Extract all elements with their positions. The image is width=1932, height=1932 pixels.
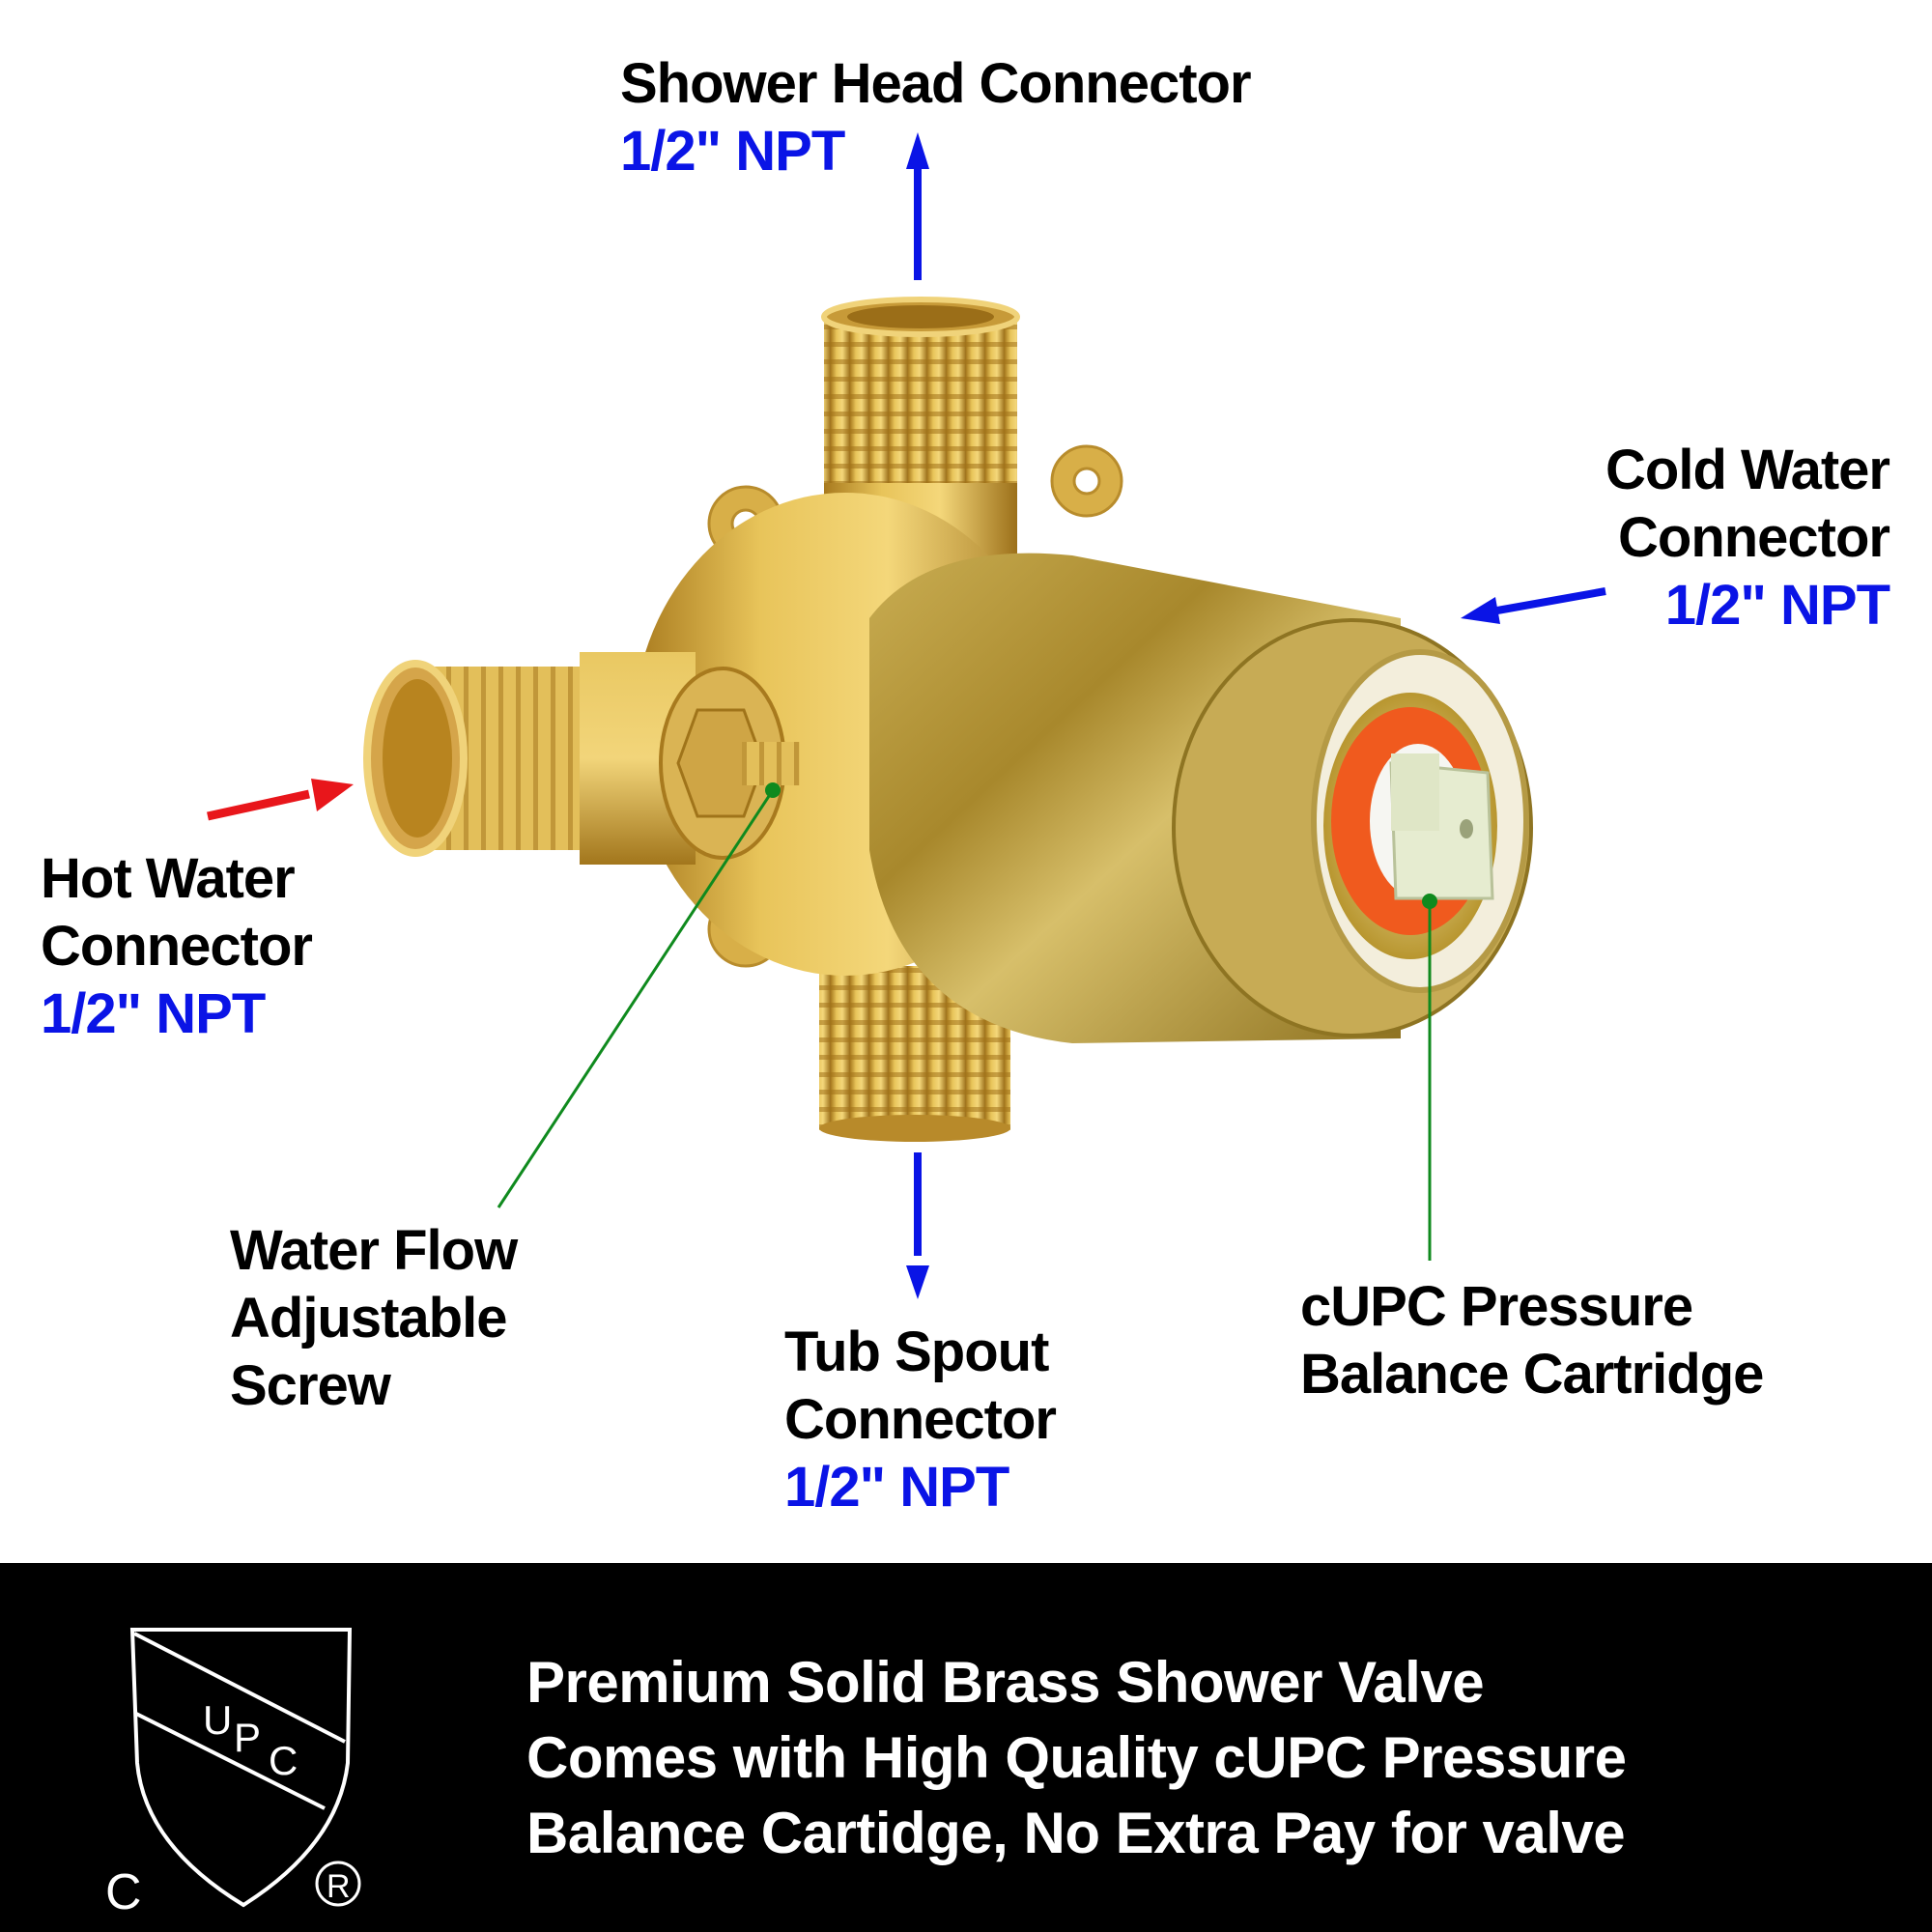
shower-head-title: Shower Head Connector bbox=[620, 52, 1252, 115]
shower-head-label: Shower Head Connector 1/2" NPT bbox=[620, 50, 1252, 185]
cold-water-label: Cold Water Connector 1/2" NPT bbox=[1605, 437, 1890, 639]
cartridge-line1: cUPC Pressure bbox=[1300, 1275, 1693, 1338]
valve-illustration bbox=[207, 132, 1606, 1299]
tub-spout-arrow-icon bbox=[906, 1152, 929, 1299]
cold-water-size: 1/2" NPT bbox=[1664, 574, 1890, 637]
banner-line1: Premium Solid Brass Shower Valve bbox=[526, 1650, 1485, 1715]
tub-spout-line1: Tub Spout bbox=[784, 1321, 1049, 1383]
logo-c: C bbox=[269, 1738, 298, 1783]
cold-water-arrow-icon bbox=[1461, 587, 1606, 624]
valve-sleeve bbox=[869, 553, 1533, 1043]
cartridge-leader-line bbox=[1422, 894, 1437, 1261]
logo-registered-mark: R bbox=[327, 1868, 351, 1905]
flow-screw-line1: Water Flow bbox=[230, 1219, 518, 1282]
hot-water-line2: Connector bbox=[41, 915, 313, 978]
hot-water-size: 1/2" NPT bbox=[41, 982, 266, 1045]
hot-water-arrow-icon bbox=[207, 779, 354, 821]
hot-water-line1: Hot Water bbox=[41, 847, 296, 910]
cupc-logo-icon: U P C C R bbox=[105, 1628, 361, 1920]
flow-screw-label: Water Flow Adjustable Screw bbox=[230, 1217, 518, 1420]
cartridge-line2: Balance Cartridge bbox=[1300, 1343, 1764, 1406]
banner-line3: Balance Cartidge, No Extra Pay for valve bbox=[526, 1801, 1626, 1865]
tub-spout-size: 1/2" NPT bbox=[784, 1456, 1009, 1519]
logo-p: P bbox=[234, 1715, 261, 1760]
banner-text: Premium Solid Brass Shower Valve Comes w… bbox=[526, 1645, 1627, 1871]
tub-spout-label: Tub Spout Connector 1/2" NPT bbox=[784, 1319, 1057, 1521]
hot-water-port bbox=[363, 652, 696, 865]
flow-screw-line2: Adjustable bbox=[230, 1287, 508, 1350]
tub-spout-line2: Connector bbox=[784, 1388, 1057, 1451]
logo-c-mark: C bbox=[105, 1864, 142, 1920]
banner-line2: Comes with High Quality cUPC Pressure bbox=[526, 1725, 1627, 1790]
shower-head-size: 1/2" NPT bbox=[620, 120, 845, 183]
shower-head-arrow-icon bbox=[906, 132, 929, 280]
logo-u: U bbox=[203, 1697, 232, 1743]
cold-water-line1: Cold Water bbox=[1605, 439, 1890, 501]
hot-water-label: Hot Water Connector 1/2" NPT bbox=[41, 845, 313, 1048]
flow-screw-line3: Screw bbox=[230, 1354, 391, 1417]
flow-screw bbox=[659, 667, 800, 860]
flow-screw-leader-line bbox=[497, 782, 781, 1208]
cold-water-line2: Connector bbox=[1618, 506, 1890, 569]
cartridge-label: cUPC Pressure Balance Cartridge bbox=[1300, 1273, 1764, 1408]
